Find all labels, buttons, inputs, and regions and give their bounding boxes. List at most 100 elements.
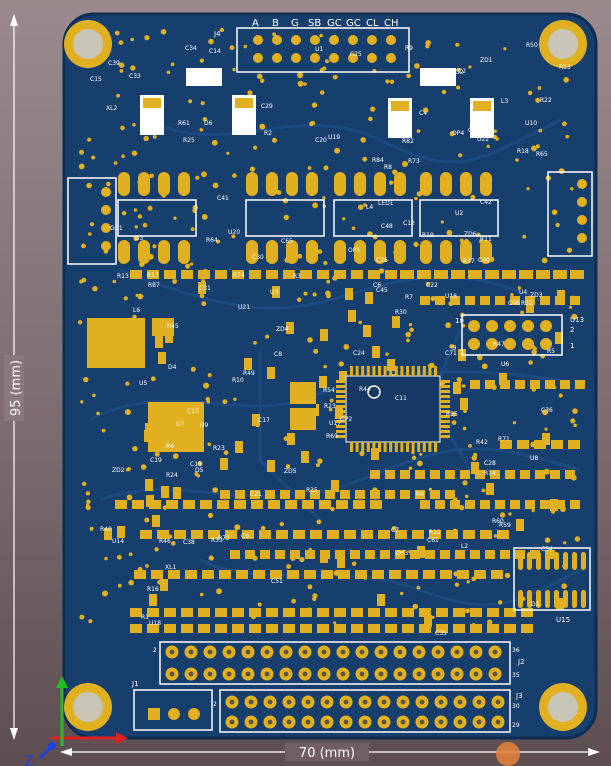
ref-designator: R8: [384, 164, 392, 171]
ref-designator: R40: [100, 526, 112, 533]
header-u2[interactable]: [67, 177, 117, 265]
header-j1[interactable]: [133, 689, 213, 731]
pin-u13-2: 2: [570, 326, 574, 334]
ref-designator: R10: [232, 377, 244, 384]
ref-designator: C22: [426, 282, 438, 289]
ic-u4: [148, 402, 204, 452]
ref-designator: C14: [209, 48, 221, 55]
ref-designator: C10: [468, 127, 480, 134]
pin-label-b: B: [272, 18, 279, 29]
ref-designator: R23: [213, 445, 225, 452]
ref-designator: C35: [435, 630, 447, 637]
ref-designator: C12: [403, 220, 415, 227]
ref-designator: C66: [508, 300, 520, 307]
pin-u13-9: 9: [452, 344, 456, 352]
ref-designator: R4: [166, 443, 174, 450]
ref-designator: U6: [501, 361, 509, 368]
pin-j3-left: 2: [213, 701, 217, 708]
ref-designator: R60: [492, 518, 504, 525]
ref-designator: R42: [476, 439, 488, 446]
ref-designator: R45: [167, 323, 179, 330]
ref-designator: ZD3: [530, 292, 543, 299]
ref-designator: ZD5: [284, 468, 297, 475]
ref-designator: C34: [185, 45, 197, 52]
ref-designator: R7: [405, 294, 413, 301]
ref-designator: R14: [484, 470, 496, 477]
ref-designator: R19: [422, 232, 434, 239]
header-j2[interactable]: [159, 641, 511, 685]
pin-label-ch: CH: [384, 18, 399, 29]
ref-designator: OP3: [396, 550, 408, 557]
ref-designator: C31: [199, 285, 211, 292]
ref-designator: R23: [324, 403, 336, 410]
pin-j2-left: 2: [153, 647, 157, 654]
ref-designator: R46: [159, 538, 171, 545]
ref-designator: U20: [228, 229, 240, 236]
ref-designator: D5: [195, 467, 204, 474]
connector-j4-pin-labels: A B G SB GC GC CL CH: [252, 18, 399, 29]
ref-designator: C21: [250, 491, 262, 498]
ref-designator: C33: [129, 73, 141, 80]
diode-row: [140, 68, 494, 138]
header-u15[interactable]: [513, 547, 591, 611]
ref-designator: R12: [429, 529, 441, 536]
ref-designator: R87: [148, 282, 160, 289]
ref-designator: C29: [261, 103, 273, 110]
ref-designator: R65: [536, 151, 548, 158]
ref-designator: ZD6: [464, 231, 477, 238]
ref-designator: R61: [178, 120, 190, 127]
ref-designator: C4: [419, 110, 427, 117]
ref-designator: C26: [376, 257, 388, 264]
mcu-qfp[interactable]: [336, 366, 450, 452]
header-j3[interactable]: [219, 689, 511, 733]
ref-designator: U3: [270, 289, 278, 296]
pin-u13-1: 1: [570, 342, 574, 350]
dimension-y-label: 95 (mm): [9, 360, 24, 416]
mounting-hole-top-left: [64, 20, 112, 68]
mounting-hole-top-right: [539, 20, 587, 68]
ref-designator: U4: [519, 289, 527, 296]
header-u22[interactable]: [547, 171, 593, 257]
ref-designator: R22: [540, 97, 552, 104]
ref-designator: U21: [238, 304, 250, 311]
ref-designator: R33: [211, 537, 223, 544]
ref-designator: R74: [233, 272, 245, 279]
ref-designator: C39: [108, 60, 120, 67]
ref-designator: R44: [359, 386, 371, 393]
dimension-y: 95 (mm): [4, 14, 24, 740]
ref-designator: U19: [328, 134, 340, 141]
ref-designator: OP1: [348, 247, 360, 254]
ref-designator: C51: [271, 578, 283, 585]
ref-designator: C19: [150, 457, 162, 464]
ref-designator: R16: [147, 586, 159, 593]
ref-designator: C11: [395, 395, 407, 402]
pin-j2-right: 36: [512, 647, 520, 654]
ref-designator: R82: [402, 138, 414, 145]
header-u13[interactable]: [461, 314, 563, 356]
ref-designator: R69: [326, 433, 338, 440]
ref-designator: ZD4: [276, 326, 289, 333]
pin-label-sb: SB: [308, 18, 321, 29]
ref-designator: U8: [530, 455, 538, 462]
ref-designator: R5: [547, 348, 555, 355]
ref-designator: R35: [306, 487, 318, 494]
ref-designator: C48: [381, 223, 393, 230]
ref-designator: C36: [541, 407, 553, 414]
crystal-xl2: [290, 382, 316, 430]
ref-designator: R64: [206, 237, 218, 244]
connector-j4[interactable]: J4 A B G SB GC GC CL CH: [213, 18, 410, 73]
ref-designator: C42: [480, 199, 492, 206]
connector-j4-pins: [253, 35, 396, 63]
ic-u1: [87, 318, 174, 368]
ref-designator: R55: [446, 411, 458, 418]
ref-designator: R3: [293, 273, 301, 280]
ref-designator: C71: [445, 350, 457, 357]
axis-gizmo[interactable]: Z: [24, 676, 128, 766]
ref-designator: C30: [252, 254, 264, 261]
ref-designator: R2: [264, 130, 272, 137]
ref-designator: C20: [315, 137, 327, 144]
ref-designator: C61: [427, 537, 439, 544]
ref-designator: R9: [405, 45, 413, 52]
ref-designator: OP4: [452, 130, 464, 137]
